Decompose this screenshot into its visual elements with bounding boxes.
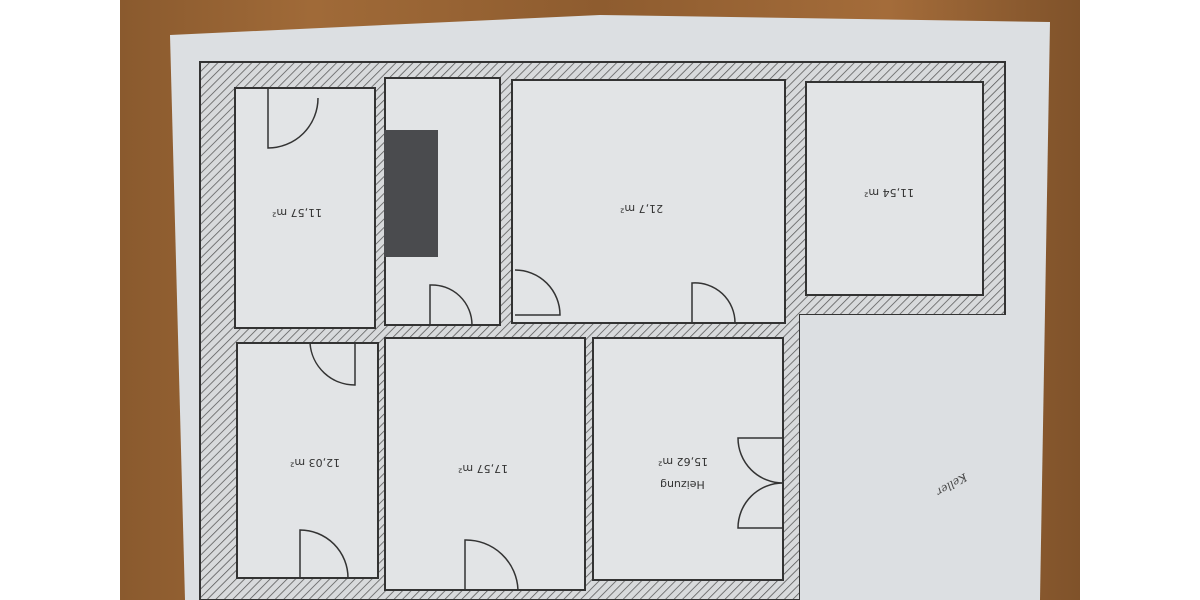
door-6 [299,529,349,579]
room-3-area: 21,7 m² [620,202,664,215]
door-7 [464,539,519,591]
door-8 [737,437,784,529]
room-1-area: 11,57 m² [272,206,323,219]
room-6-area: 17,57 m² [458,462,509,475]
room-4 [805,81,984,296]
door-2 [429,284,473,326]
room-7 [592,337,784,581]
doors [267,88,784,591]
room-1 [234,87,376,329]
keller-area [800,315,1030,600]
room-5-area: 12,03 m² [290,456,341,469]
room-4-area: 11,54 m² [864,186,915,199]
door-3 [514,269,561,316]
door-4 [691,282,736,324]
room-3 [511,79,786,324]
door-1 [267,88,319,149]
room-7-label: Heizung [660,478,705,491]
room-6 [384,337,586,591]
room-7-area: 15,62 m² [658,455,709,468]
stair-block [384,130,438,257]
door-5 [309,342,356,386]
